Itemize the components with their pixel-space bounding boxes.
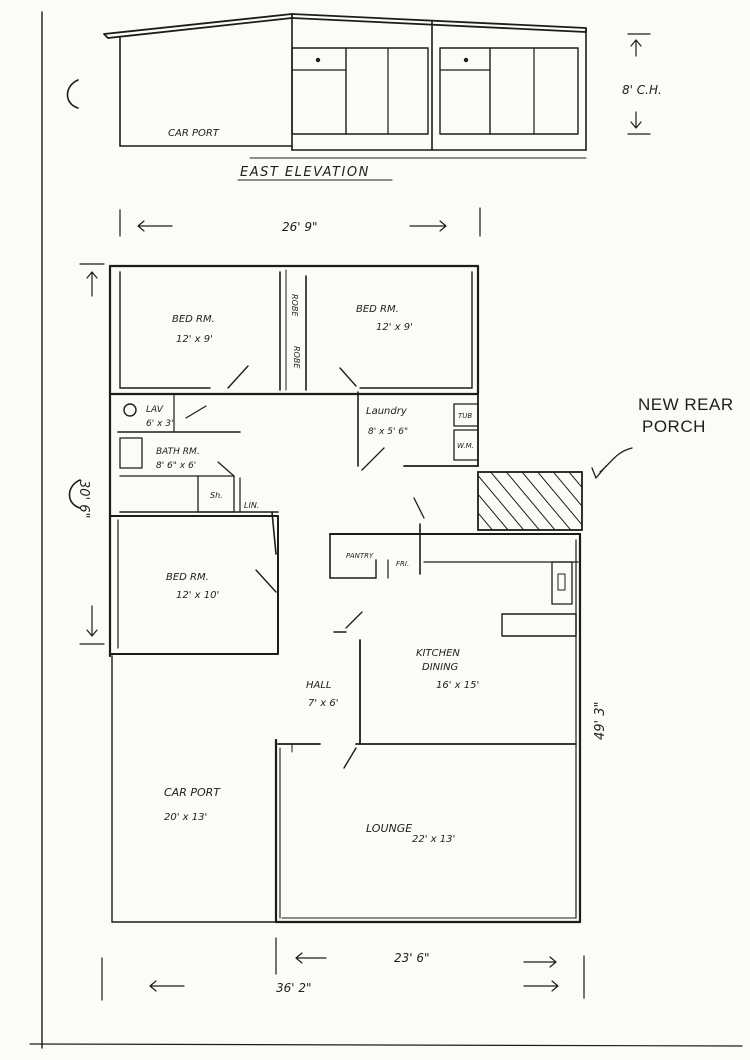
elevation-carport-label: CAR PORT [168,128,220,139]
elevation-window [291,47,429,135]
annotation-arrow-icon [591,447,633,479]
door-swing [345,611,363,629]
bedroom-block-outline [108,264,480,396]
dim-top-width: 26' 9" [282,220,318,234]
elevation-window [439,47,579,135]
dim-left-height: 30' 6" [76,480,91,519]
kitchen-name: KITCHEN [416,648,460,659]
annotation-line-2: PORCH [642,417,706,436]
bedroom-2-name: BED RM. [356,304,399,315]
basin-icon [119,437,143,469]
shower-label: Sh. [210,491,223,500]
stove-fixture [551,561,573,605]
door-swing [343,747,357,769]
kitchen-name-2: DINING [422,662,459,673]
arrow-right-icon [523,980,559,992]
punch-hole-mark [68,479,81,509]
dim-right-depth: 49' 3" [593,702,608,741]
robe-1-label: ROBE [290,294,299,317]
door-swing [255,569,277,593]
arrow-down-icon [86,605,98,637]
dim-bottom-overall: 36' 2" [276,981,312,995]
tub-label: TUB [458,412,472,420]
dimension-markers [79,207,585,1001]
lounge-size: 22' x 13' [412,834,455,845]
ceiling-height-label: 8' C.H. [622,83,662,97]
shower-outline [197,475,235,513]
window-latch-icon [315,57,321,63]
bath-size: 8' 6" x 6' [156,461,196,471]
arrow-left-icon [149,980,185,992]
arrow-right-icon [409,220,447,232]
bedroom-1-size: 12' x 9' [176,334,213,345]
lav-size: 6' x 3' [146,419,173,429]
annotation-line-1: NEW REAR [638,395,734,414]
toilet-icon [123,403,137,417]
lounge-name: LOUNGE [366,822,412,835]
linen-label: LIN. [244,501,259,510]
bath-name: BATH RM. [156,447,200,457]
bedroom-1-name: BED RM. [172,314,215,325]
door-swing [185,405,207,419]
hall-size: 7' x 6' [308,698,339,709]
arrow-left-icon [295,952,327,964]
bedroom-3-size: 12' x 10' [176,590,219,601]
bedroom-3-name: BED RM. [166,572,209,583]
fridge-label: FRI. [396,560,409,568]
door-swing [361,447,385,471]
door-swing [227,365,249,389]
door-swing [339,367,357,387]
bottom-margin-line [29,1043,743,1047]
bedroom-2-size: 12' x 9' [376,322,413,333]
east-elevation [103,13,651,159]
inner-wall [271,511,277,555]
laundry-size: 8' x 5' 6" [368,427,408,437]
lav-name: LAV [146,405,164,415]
arrow-left-icon [137,220,173,232]
carport-name: CAR PORT [164,786,221,799]
new-rear-porch-hatch [477,471,583,531]
arrow-up-icon [630,39,642,57]
arrow-down-icon [630,111,642,129]
floor-plan-walls [108,264,583,924]
laundry-name: Laundry [366,406,408,417]
door-swing [413,497,425,519]
door-swing [217,461,235,477]
window-latch-icon [463,57,469,63]
carport-size: 20' x 13' [164,812,207,823]
pantry-label: PANTRY [346,552,374,560]
wm-label: W.M. [457,442,474,450]
punch-hole-mark [66,79,79,109]
arrow-right-icon [523,956,557,968]
arrow-up-icon [86,271,98,297]
bedroom-3-outline [109,515,279,655]
stove-detail [557,573,566,591]
kitchen-size: 16' x 15' [436,680,479,691]
dim-bottom-inner: 23' 6" [394,951,430,965]
robe-2-label: ROBE [292,346,301,369]
elevation-title: EAST ELEVATION [240,165,370,180]
hall-name: HALL [306,680,332,691]
